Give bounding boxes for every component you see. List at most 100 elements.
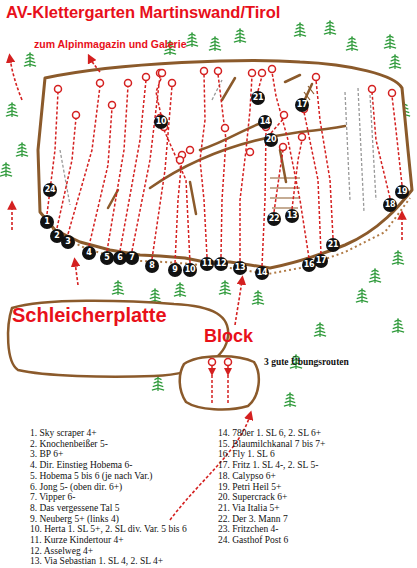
callout-number: 17 <box>295 98 309 112</box>
belay-ring <box>55 86 62 93</box>
callout-number: 3 <box>61 235 75 249</box>
route-list-item: 23. Fritzchen 4- <box>218 524 278 535</box>
callout-number: 12 <box>214 257 228 271</box>
belay-ring <box>280 144 287 151</box>
note: 3 gute Übungsrouten <box>264 357 349 367</box>
route-list-item: 9. Neuberg 5+ (links 4) <box>30 514 119 525</box>
map-title: AV-Klettergarten Martinswand/Tirol <box>6 3 280 22</box>
callout-number: 14 <box>258 115 272 129</box>
callout-number: 13 <box>233 261 247 275</box>
callout-number: 10 <box>154 115 168 129</box>
callout-number: 14 <box>255 266 269 280</box>
climbing-route <box>258 76 262 91</box>
direction-note: zum Alpinmagazin und Galerie <box>34 38 186 50</box>
climbing-route <box>240 76 252 261</box>
route-list-item: 7. Vipper 6- <box>30 492 75 503</box>
callout-number: 11 <box>200 257 214 271</box>
tree-symbol <box>16 142 28 157</box>
belay-ring <box>269 66 276 73</box>
route-list-item: 24. Gasthof Post 6 <box>218 535 288 546</box>
belay-ring <box>313 74 320 81</box>
belay-ring <box>159 70 166 77</box>
route-list-item: 2. Knochenbeißer 5- <box>30 439 108 450</box>
tree-symbol <box>24 52 36 67</box>
tree-symbol <box>392 250 404 265</box>
climbing-route <box>200 74 207 257</box>
tree-symbol <box>314 322 326 337</box>
rock-outline <box>180 356 259 409</box>
belay-ring <box>125 80 132 87</box>
callout-number: 7 <box>125 251 139 265</box>
climbing-route <box>120 80 146 251</box>
belay-ring <box>97 80 104 87</box>
callout-number: 24 <box>43 183 57 197</box>
route-list-item: 3. BP 6+ <box>30 449 63 460</box>
belay-ring <box>369 86 376 93</box>
tree-symbol <box>209 36 221 51</box>
route-list-item: 10. Herta 1. SL 5+, 2. SL div. Var. 5 bi… <box>30 524 187 535</box>
route-list-item: 11. Kurze Kindertour 4+ <box>30 535 124 546</box>
approach-arrow <box>401 215 403 240</box>
callout-number: 9 <box>168 263 182 277</box>
climbing-route <box>316 80 333 238</box>
tree-symbol <box>149 288 161 303</box>
belay-ring <box>281 112 288 119</box>
tree-symbol <box>186 32 198 47</box>
climbing-route <box>156 76 162 115</box>
belay-ring <box>215 68 222 75</box>
climbing-route <box>68 86 100 234</box>
route-list-item: 15. Blaumilchkanal 7 bis 7+ <box>218 439 325 450</box>
belay-ring <box>209 359 216 366</box>
tree-symbol <box>369 268 381 283</box>
belay-ring <box>249 70 256 77</box>
region-label: Block <box>204 326 253 347</box>
route-list-item: 21. Via Italia 5+ <box>218 503 280 514</box>
practice-route <box>211 360 213 404</box>
climbing-route <box>372 92 390 198</box>
belay-ring <box>109 102 116 109</box>
tree-symbol <box>356 288 368 303</box>
route-group <box>47 66 402 267</box>
callout-number: 20 <box>264 133 278 147</box>
route-list-item: 5. Hobema 5 bis 6 (je nach Var.) <box>30 471 153 482</box>
climbing-route <box>392 96 402 185</box>
climbing-route <box>262 130 266 266</box>
belay-ring <box>259 70 266 77</box>
route-list-item: 1. Sky scraper 4+ <box>30 428 97 439</box>
callout-number: 5 <box>100 251 114 265</box>
tree-symbol <box>0 162 12 177</box>
belay-ring <box>225 359 232 366</box>
tree-symbol <box>346 36 358 51</box>
climbing-route <box>272 72 309 258</box>
tree-symbol <box>6 102 18 117</box>
callout-number: 13 <box>285 209 299 223</box>
route-list-item: 17. Fritz 1. SL 4-, 2. SL 5- <box>218 460 318 471</box>
tree-symbol <box>392 318 404 333</box>
climbing-route <box>152 86 172 259</box>
callout-number: 21 <box>326 238 340 252</box>
tree-symbol <box>384 34 396 49</box>
boulder-block: Block <box>178 324 262 412</box>
grey-routes <box>60 80 376 212</box>
tree-symbol <box>112 280 124 295</box>
climbing-route <box>304 112 321 254</box>
callout-number: 21 <box>251 91 265 105</box>
climbing-route <box>132 76 160 251</box>
callout-number: 22 <box>267 212 281 226</box>
callout-number: 19 <box>395 185 409 199</box>
belay-ring <box>187 147 194 154</box>
callout-number: 10 <box>183 263 197 277</box>
route-list-item: 6. Jong 5- (oben dir. 6+) <box>30 482 122 493</box>
approach-arrow <box>75 262 78 285</box>
approach-arrow <box>11 205 13 230</box>
approach-arrow <box>90 58 100 72</box>
belay-ring <box>299 134 306 141</box>
tree-symbol <box>152 376 164 391</box>
route-list-item: 13. Via Sebastian 1. SL 4, 2. SL 4+ <box>30 556 163 567</box>
route-list-item: 22. Der 3. Mann 7 <box>218 514 288 525</box>
climbing-route <box>274 150 283 212</box>
belay-ring <box>143 74 150 81</box>
tree-symbol <box>219 280 231 295</box>
route-arrowhead <box>208 368 232 376</box>
route-list-item: 12. Asselweg 4+ <box>30 546 93 557</box>
